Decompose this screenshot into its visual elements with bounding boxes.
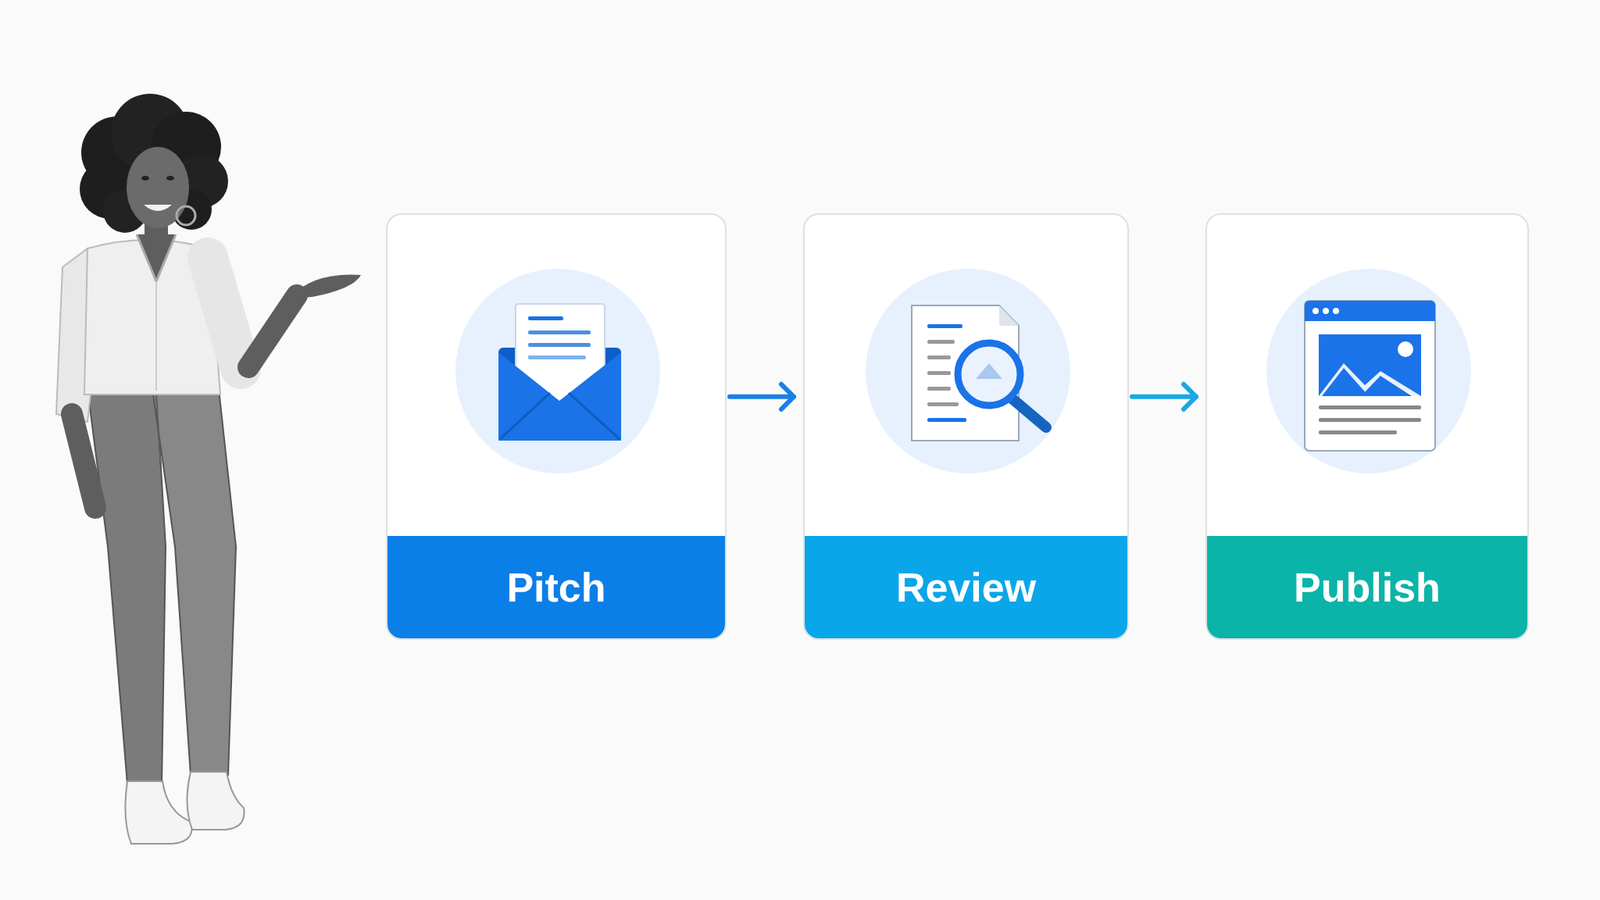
head [79, 93, 229, 246]
document-search-icon [850, 253, 1086, 489]
step-label: Publish [1293, 564, 1441, 611]
arrow-line [729, 394, 794, 400]
arrow-line [1132, 394, 1197, 400]
step-label: Pitch [506, 564, 606, 611]
envelope-icon [440, 253, 675, 489]
label-band: Publish [1207, 535, 1528, 639]
process-card: Review [803, 213, 1129, 640]
arrow-head [1183, 384, 1197, 410]
flow-arrow [729, 384, 794, 410]
jeans [87, 389, 236, 785]
arrow-head [781, 384, 794, 410]
process-card: Pitch [385, 213, 727, 640]
process-card: Publish [1205, 213, 1529, 640]
web-page-icon [1251, 253, 1486, 489]
shoes [125, 771, 244, 844]
step-label: Review [896, 564, 1036, 611]
label-band: Review [804, 535, 1128, 639]
right-arm [207, 257, 361, 369]
flow-arrow [1132, 384, 1197, 410]
label-band: Pitch [387, 535, 725, 639]
